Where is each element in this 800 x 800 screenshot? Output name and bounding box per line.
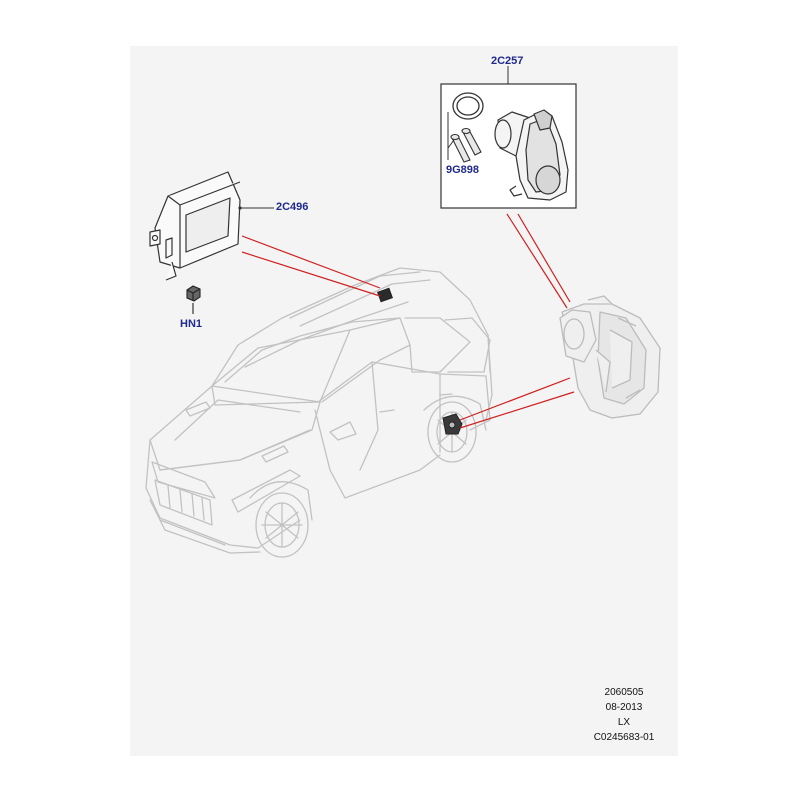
vehicle-illustration <box>145 267 493 558</box>
reference-illustration-id: C0245683-01 <box>593 732 655 743</box>
control-module-drawing <box>149 171 241 281</box>
part-label-bolt[interactable]: 9G898 <box>446 164 480 176</box>
reference-date: 08-2013 <box>605 702 643 713</box>
reference-number: 2060505 <box>604 687 644 698</box>
rear-caliper-location <box>442 413 463 435</box>
leader-lines <box>241 213 575 429</box>
part-label-nut[interactable]: HN1 <box>180 318 203 330</box>
roof-module-location <box>377 287 393 303</box>
caliper-assembly-drawing <box>559 295 661 419</box>
seal-ring-drawing <box>452 92 484 120</box>
nut-drawing <box>186 285 201 314</box>
actuator-motor-drawing <box>494 109 569 201</box>
part-label-control-module[interactable]: 2C496 <box>276 201 309 213</box>
bolts-drawing <box>450 127 482 163</box>
part-label-actuator-kit[interactable]: 2C257 <box>491 55 524 67</box>
reference-model: LX <box>617 717 631 728</box>
